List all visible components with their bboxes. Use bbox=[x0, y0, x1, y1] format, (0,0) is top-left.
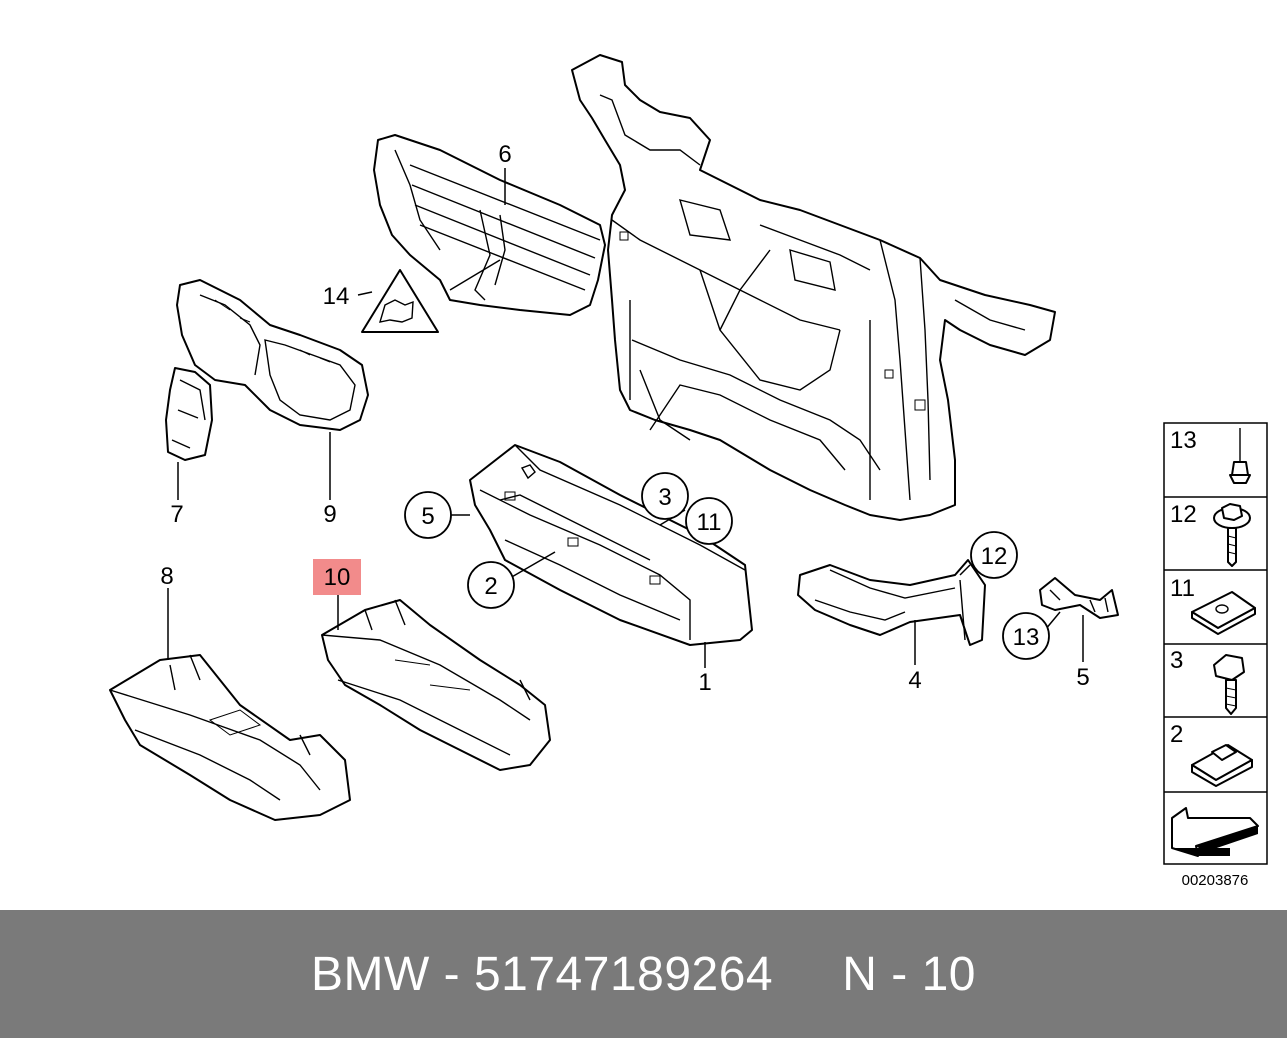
callout-13-circle: 13 bbox=[1013, 624, 1040, 651]
callout-2-circle: 2 bbox=[484, 573, 497, 600]
warning-label-part-14 bbox=[361, 269, 439, 333]
fastener-legend: 13 12 11 3 2 bbox=[1163, 422, 1268, 889]
legend-item-3: 3 bbox=[1170, 647, 1183, 674]
legend-item-12: 12 bbox=[1170, 501, 1197, 528]
front-carrier-part bbox=[571, 54, 1056, 521]
bracket-part-7 bbox=[165, 367, 213, 461]
callout-12-circle: 12 bbox=[981, 543, 1008, 570]
callout-5-circle: 5 bbox=[421, 503, 434, 530]
callout-6: 6 bbox=[498, 141, 511, 168]
footer-bar: BMW - 51747189264 N - 10 bbox=[0, 910, 1287, 1038]
callout-8: 8 bbox=[160, 563, 173, 590]
callout-10: 10 bbox=[324, 564, 351, 591]
side-air-duct-part-4 bbox=[797, 559, 986, 646]
legend-item-11: 11 bbox=[1170, 575, 1195, 602]
callout-7: 7 bbox=[170, 501, 183, 528]
arrow-icon bbox=[1171, 807, 1259, 857]
clip-nut-icon bbox=[1191, 591, 1256, 635]
legend-item-13: 13 bbox=[1170, 427, 1197, 454]
callouts: 6 14 7 9 8 10 5 2 3 11 1 12 13 4 5 bbox=[160, 141, 1089, 696]
callout-11-circle: 11 bbox=[697, 509, 722, 536]
leader-lines bbox=[167, 168, 1084, 668]
parts-diagram: 6 14 7 9 8 10 5 2 3 11 1 12 13 4 5 13 12… bbox=[109, 54, 1268, 889]
callout-14: 14 bbox=[323, 283, 350, 310]
bracket-part-5 bbox=[1039, 577, 1119, 619]
bolt-icon bbox=[1213, 503, 1251, 567]
highlight-box bbox=[313, 559, 361, 595]
callout-5: 5 bbox=[1076, 664, 1089, 691]
lower-grille-part-9 bbox=[176, 279, 369, 431]
callout-1: 1 bbox=[698, 669, 711, 696]
air-duct-part-1 bbox=[469, 444, 753, 646]
rivet-icon bbox=[1229, 428, 1251, 484]
grille-shutter-part-6 bbox=[373, 134, 606, 316]
air-guide-part-8 bbox=[109, 654, 351, 821]
callout-4: 4 bbox=[908, 667, 921, 694]
document-number: 00203876 bbox=[1182, 872, 1249, 889]
part-number-text: BMW - 51747189264 N - 10 bbox=[311, 947, 976, 1001]
spring-nut-icon bbox=[1191, 744, 1253, 787]
legend-item-2: 2 bbox=[1170, 721, 1183, 748]
callout-9: 9 bbox=[323, 501, 336, 528]
air-guide-part-10 bbox=[321, 599, 551, 771]
callout-3-circle: 3 bbox=[658, 484, 671, 511]
screw-icon bbox=[1213, 654, 1245, 715]
